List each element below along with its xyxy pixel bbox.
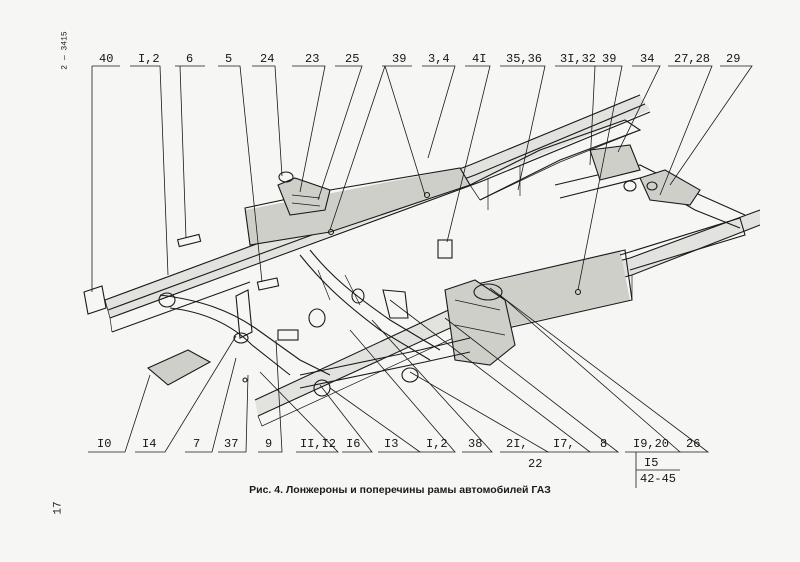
callout-38: 38 <box>468 437 482 451</box>
callout-22: 22 <box>528 457 542 471</box>
callout-7: 7 <box>193 437 200 451</box>
callout-10: I0 <box>97 437 111 451</box>
callout-21: 2I, <box>506 437 528 451</box>
callout-41: 4I <box>472 52 486 66</box>
callout-23: 23 <box>305 52 319 66</box>
callout-42-45: 42-45 <box>640 472 676 486</box>
callout-26: 26 <box>686 437 700 451</box>
callout-labels: 40 I,2 6 5 24 23 25 39 3,4 4I 35,36 3I,3… <box>97 52 740 486</box>
callout-5: 5 <box>225 52 232 66</box>
callout-14: I4 <box>142 437 156 451</box>
leader-lines <box>88 65 753 488</box>
callout-3-4: 3,4 <box>428 52 450 66</box>
callout-29: 29 <box>726 52 740 66</box>
callout-37: 37 <box>224 437 238 451</box>
callout-9: 9 <box>265 437 272 451</box>
callout-25: 25 <box>345 52 359 66</box>
frame-illustration <box>83 94 761 427</box>
callout-27-28: 27,28 <box>674 52 710 66</box>
callout-8: 8 <box>600 437 607 451</box>
callout-11-12: II,I2 <box>300 437 336 451</box>
figure-caption: Рис. 4. Лонжероны и поперечины рамы авто… <box>249 484 551 496</box>
callout-34: 34 <box>640 52 654 66</box>
callout-19-20: I9,20 <box>633 437 669 451</box>
callout-1-2b: I,2 <box>426 437 448 451</box>
callout-17: I7, <box>553 437 575 451</box>
callout-1-2: I,2 <box>138 52 160 66</box>
side-stamp: 2 — 3415 <box>60 31 70 70</box>
callout-16: I6 <box>346 437 360 451</box>
callout-13: I3 <box>384 437 398 451</box>
callout-15: I5 <box>644 456 658 470</box>
callout-39b: 39 <box>602 52 616 66</box>
callout-6: 6 <box>186 52 193 66</box>
callout-39: 39 <box>392 52 406 66</box>
page-number: 17 <box>52 501 65 515</box>
callout-24: 24 <box>260 52 274 66</box>
callout-31-32: 3I,32 <box>560 52 596 66</box>
callout-40: 40 <box>99 52 113 66</box>
callout-35-36: 35,36 <box>506 52 542 66</box>
